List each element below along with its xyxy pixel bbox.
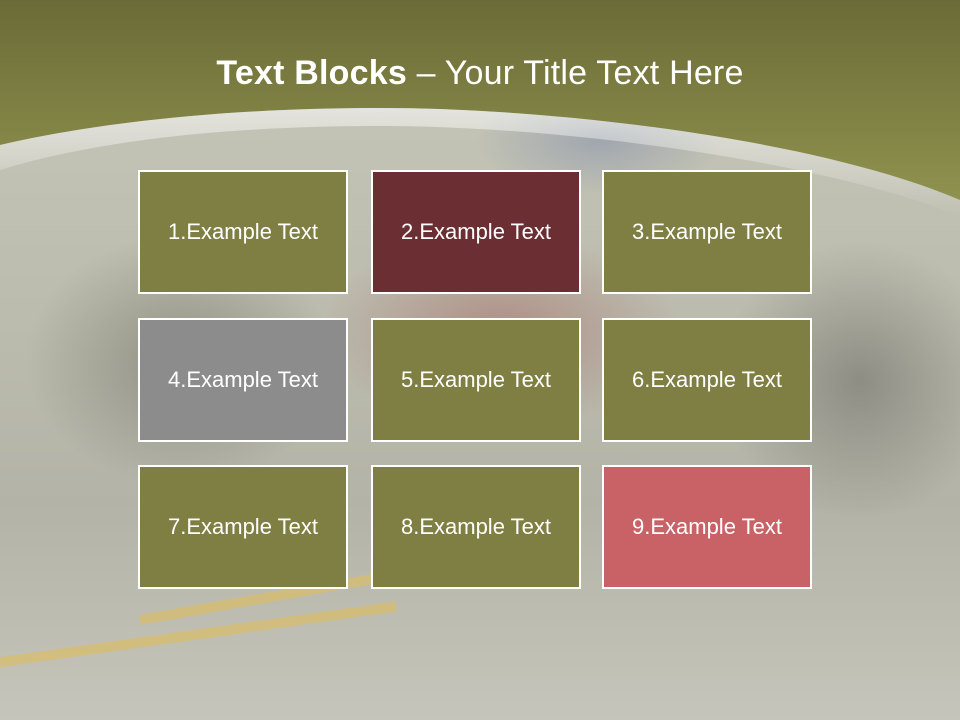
text-block-7[interactable]: 7.Example Text (138, 465, 348, 589)
text-block-5[interactable]: 5.Example Text (371, 318, 581, 442)
title-bold: Text Blocks (216, 54, 407, 92)
header-band (0, 0, 960, 216)
text-block-label: 1.Example Text (167, 219, 318, 244)
slide-title: Text Blocks – Your Title Text Here (0, 54, 960, 93)
text-block-label: 8.Example Text (400, 514, 551, 539)
text-block-label: 6.Example Text (631, 367, 782, 392)
text-block-label: 4.Example Text (167, 367, 318, 392)
text-block-label: 5.Example Text (400, 367, 551, 392)
text-block-3[interactable]: 3.Example Text (602, 170, 812, 294)
text-block-6[interactable]: 6.Example Text (602, 318, 812, 442)
text-block-8[interactable]: 8.Example Text (371, 465, 581, 589)
text-block-grid: 1.Example Text 2.Example Text 3.Example … (138, 170, 816, 594)
text-block-9[interactable]: 9.Example Text (602, 465, 812, 589)
text-block-label: 9.Example Text (631, 514, 782, 539)
text-block-label: 2.Example Text (400, 219, 551, 244)
text-block-label: 7.Example Text (167, 514, 318, 539)
text-block-1[interactable]: 1.Example Text (138, 170, 348, 294)
text-block-4[interactable]: 4.Example Text (138, 318, 348, 442)
text-block-label: 3.Example Text (631, 219, 782, 244)
title-rest: – Your Title Text Here (406, 54, 744, 92)
text-block-2[interactable]: 2.Example Text (371, 170, 581, 294)
